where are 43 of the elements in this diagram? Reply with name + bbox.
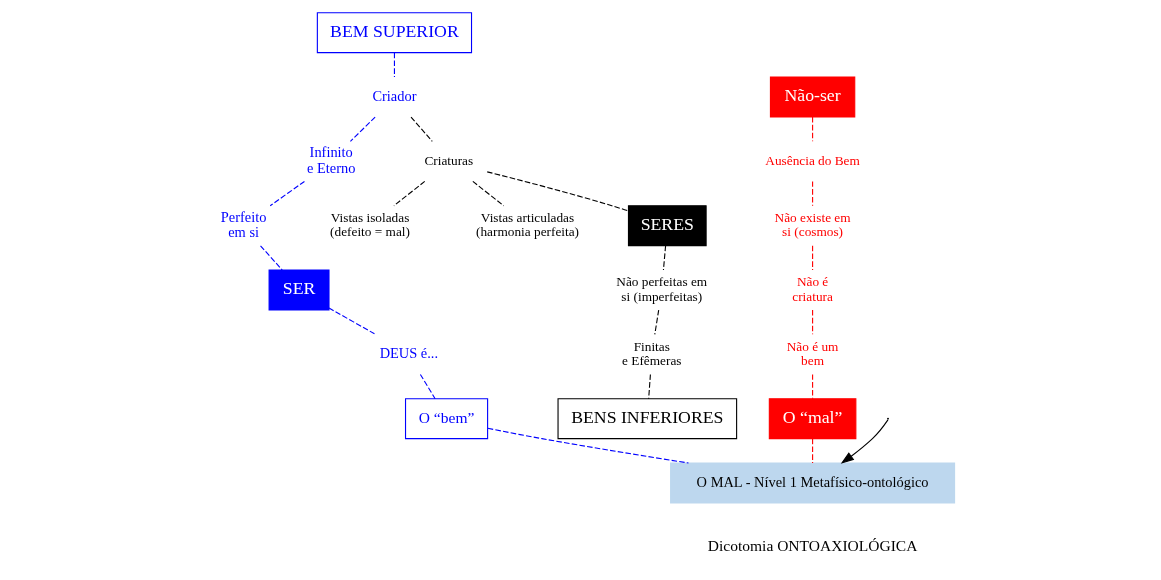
node-text: Não existe em si (cosmos) <box>774 209 851 240</box>
connector <box>812 116 814 142</box>
node-text: Vistas articuladas (harmonia perfeita) <box>476 209 580 240</box>
connector <box>419 373 436 400</box>
node-text: Não é um bem <box>786 338 839 368</box>
connector <box>648 373 651 400</box>
node-text: Criador <box>372 87 417 104</box>
connector <box>812 438 814 464</box>
node-text: Não é criatura <box>792 274 833 304</box>
connector <box>812 180 814 207</box>
node-box: SERES <box>627 205 707 247</box>
node-text: Não perfeitas em si (imperfeitas) <box>616 274 708 304</box>
connector <box>486 171 629 212</box>
node-box: Não-ser <box>769 76 856 118</box>
connector <box>662 245 667 271</box>
node-box: O “mal” <box>768 398 857 440</box>
connector <box>472 180 505 207</box>
node-text: Ausência do Bem <box>765 152 860 168</box>
connector <box>259 245 283 271</box>
connector <box>269 180 305 207</box>
connector <box>487 427 690 464</box>
node-box: SER <box>268 269 330 311</box>
connector <box>349 116 376 142</box>
node-text: Criaturas <box>424 152 474 168</box>
node-box: BENS INFERIORES <box>557 398 738 440</box>
connector <box>812 373 814 400</box>
connector <box>328 307 376 335</box>
label: Dicotomia ONTOAXIOLÓGICA <box>707 537 918 555</box>
connector <box>654 309 660 335</box>
node-text: DEUS é... <box>379 345 439 362</box>
node-text: Infinito e Eterno <box>307 144 356 176</box>
node-box: O “bem” <box>404 398 489 440</box>
node-box: O MAL - Nível 1 Metafísico-ontológico <box>670 462 956 504</box>
connector <box>812 309 814 335</box>
connector <box>812 245 814 271</box>
node-text: Finitas e Efêmeras <box>622 338 682 368</box>
node-text: Perfeito em si <box>220 208 267 241</box>
arrow <box>840 419 889 464</box>
node-box: BEM SUPERIOR <box>316 12 473 54</box>
connector <box>393 180 426 207</box>
connector <box>410 116 433 142</box>
node-text: Vistas isoladas (defeito = mal) <box>330 209 410 240</box>
connector <box>393 52 395 78</box>
